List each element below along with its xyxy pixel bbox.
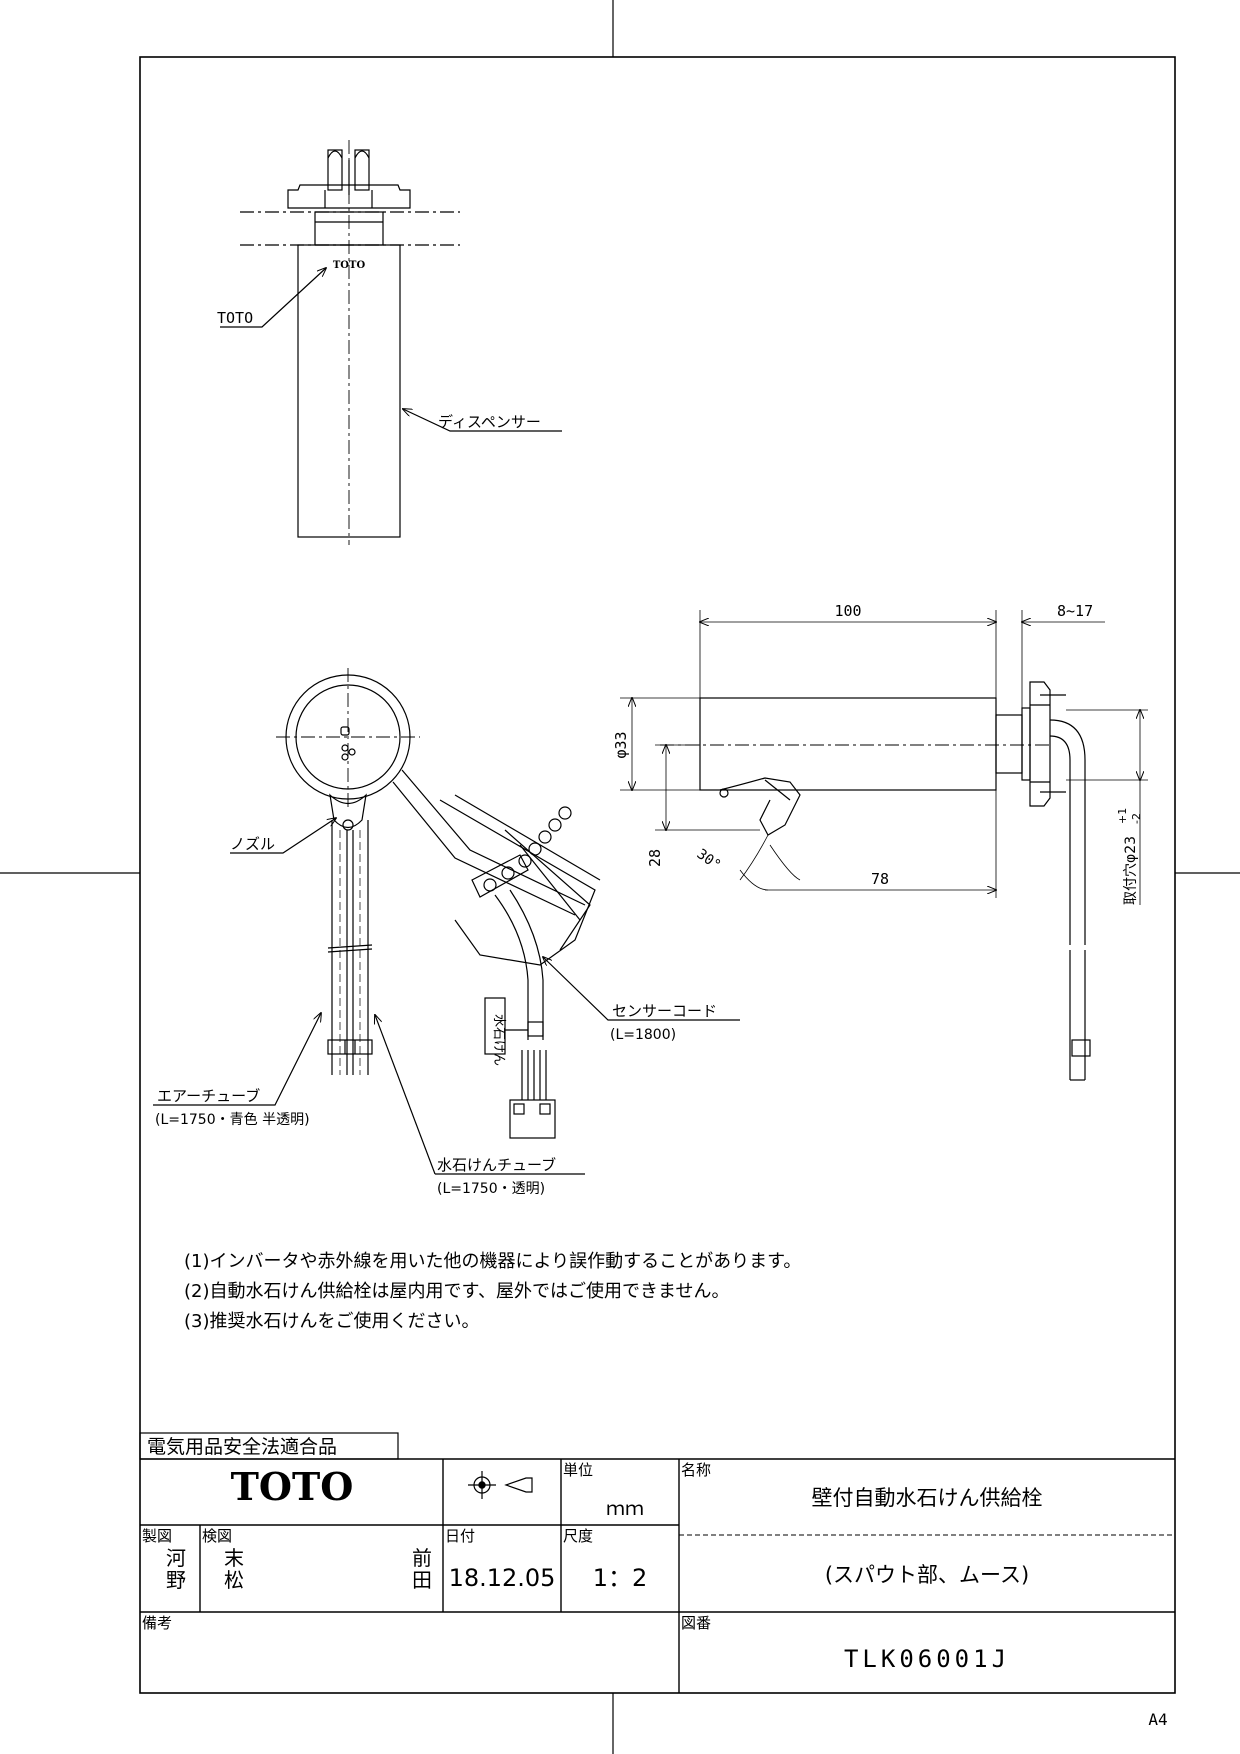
drawn-label: 製図 [142,1527,172,1545]
nozzle-label: ノズル [230,835,275,853]
product-name: 壁付自動水石けん供給栓 [812,1486,1043,1510]
soap-tube-label: 水石けんチューブ [437,1156,556,1174]
spout-front-view [153,668,740,1175]
air-tube-spec: (L=1750・青色 半透明) [155,1111,310,1128]
soap-tube-spec: (L=1750・透明) [437,1181,545,1197]
air-tube-label: エアーチューブ [157,1087,260,1105]
title-block [139,1432,1175,1693]
checked-by-a1: 末 [224,1546,244,1570]
scale-value: 1：2 [593,1564,648,1592]
dispenser-label: ディスペンサー [438,413,541,431]
scale-label: 尺度 [563,1527,593,1545]
spout-side-view [620,610,1148,1081]
drawing-no-label: 図番 [681,1614,711,1632]
dim-length: 100 [834,602,861,620]
tag-label: 水石けん [491,1014,506,1066]
checked-label: 検図 [202,1527,232,1545]
unit-value: ｍｍ [606,1498,644,1520]
svg-text:+1: +1 [1116,808,1129,824]
product-sub: (スパウト部、ムース) [825,1563,1029,1587]
dim-diameter: φ33 [612,731,630,758]
unit-label: 単位 [563,1461,593,1479]
drawing-number: TLK06001J [844,1645,1010,1673]
dim-mount-hole: 取付穴φ23 +1 -2 [1116,808,1143,905]
toto-label: TOTO [217,309,253,327]
date-label: 日付 [445,1527,475,1545]
dim-height: 28 [646,849,664,867]
dim-reach: 78 [871,870,889,888]
certification: 電気用品安全法適合品 [147,1436,337,1458]
dim-wall: 8~17 [1057,602,1093,620]
dispenser-view: TOTO [220,140,562,545]
name-label: 名称 [681,1461,711,1479]
drawn-by-1: 河 [166,1546,186,1570]
checked-by-b1: 前 [412,1546,432,1570]
sensor-cord-spec: (L=1800) [610,1027,676,1043]
note-3: (3)推奨水石けんをご使用ください。 [184,1311,480,1332]
drawn-by-2: 野 [166,1568,186,1592]
svg-text:-2: -2 [1130,813,1143,824]
svg-text:取付穴φ23: 取付穴φ23 [1123,836,1139,905]
checked-by-a2: 松 [224,1568,244,1592]
paper-size: A4 [1148,1710,1167,1729]
dim-angle: 30° [694,846,724,874]
checked-by-b2: 田 [412,1568,432,1592]
toto-body-mark: TOTO [333,260,366,271]
company-logo: TOTO [231,1464,354,1509]
date-value: 18.12.05 [449,1564,556,1592]
notes: (1)インバータや赤外線を用いた他の機器により誤作動することがあります。 (2)… [184,1251,801,1332]
remarks-label: 備考 [142,1614,172,1632]
note-2: (2)自動水石けん供給栓は屋内用です、屋外ではご使用できません。 [184,1281,730,1302]
sensor-cord-label: センサーコード [612,1002,717,1020]
note-1: (1)インバータや赤外線を用いた他の機器により誤作動することがあります。 [184,1251,801,1272]
